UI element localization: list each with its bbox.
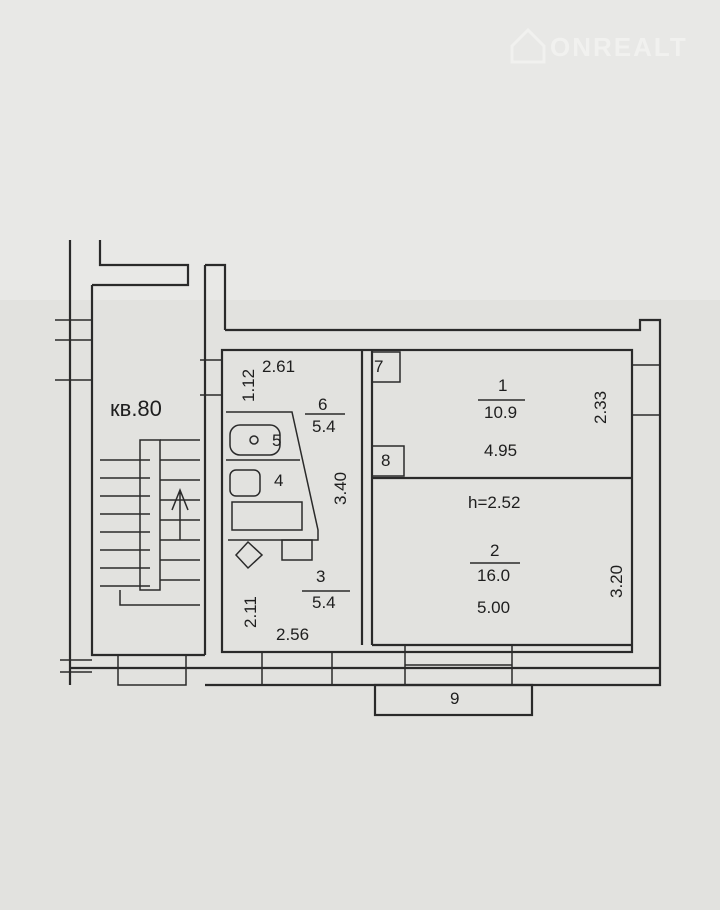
balcony <box>373 683 534 717</box>
bathroom-fixtures <box>226 351 405 570</box>
room3-number: 3 <box>316 567 325 586</box>
room6-area: 5.4 <box>312 417 336 436</box>
room2-number: 2 <box>490 541 499 560</box>
room3-dim-width: 2.56 <box>276 625 309 644</box>
room1-number: 1 <box>498 376 507 395</box>
watermark-logo: ONREALT <box>510 27 688 64</box>
room2-dim-width: 5.00 <box>477 598 510 617</box>
room6-number: 6 <box>318 395 327 414</box>
room8-number: 8 <box>381 451 390 470</box>
room1-area: 10.9 <box>484 403 517 422</box>
room6-dim-width: 2.61 <box>262 357 295 376</box>
room1-dim-width: 4.95 <box>484 441 517 460</box>
room1-dim-depth: 2.33 <box>591 391 610 424</box>
room2-area: 16.0 <box>477 566 510 585</box>
room3-area: 5.4 <box>312 593 336 612</box>
balcony-number: 9 <box>450 689 459 708</box>
room6-dim-length: 3.40 <box>331 472 350 505</box>
apartment-label: кв.80 <box>110 396 162 421</box>
room3-dim-depth: 2.11 <box>241 596 260 628</box>
room5-number: 5 <box>272 431 281 450</box>
watermark-text: ONREALT <box>550 32 688 62</box>
room2-dim-depth: 3.20 <box>607 565 626 598</box>
room6-dim-depth: 1.12 <box>239 369 258 402</box>
room4-number: 4 <box>274 471 283 490</box>
apartment-walls <box>70 318 662 687</box>
room7-number: 7 <box>374 357 383 376</box>
ceiling-height: h=2.52 <box>468 493 520 512</box>
stairwell: кв.80 <box>55 240 227 685</box>
